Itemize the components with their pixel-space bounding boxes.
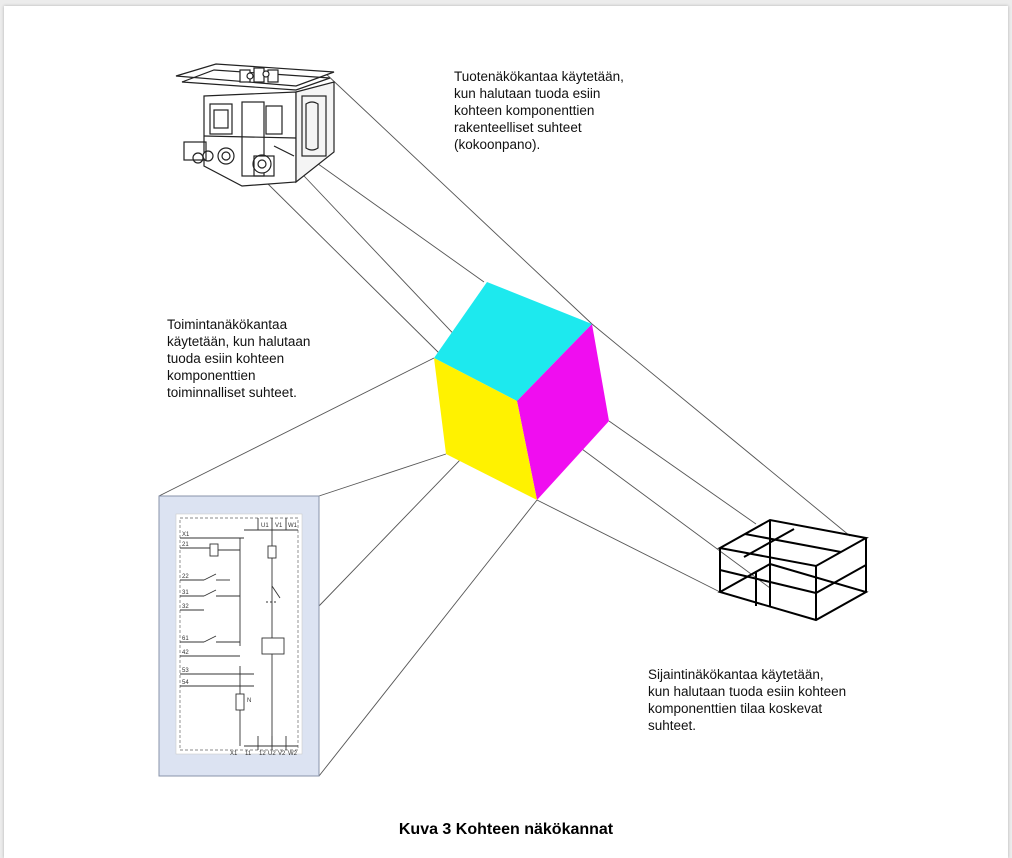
schematic-top-label: W1: [288, 523, 298, 529]
document-page: U1 V1 W1 X1 21 22 31 32 61 42 53 54 N X1…: [4, 6, 1008, 858]
figure-caption: Kuva 3 Kohteen näkökannat: [398, 821, 614, 838]
schematic-frame: [158, 495, 320, 777]
cube-right-face: [517, 324, 609, 500]
location-wireframe-box: [717, 518, 869, 622]
schematic-side-label: 31: [182, 590, 189, 596]
cube-top-face: [434, 282, 592, 401]
schematic-side-label: 22: [182, 574, 189, 580]
schematic-bottom-label: W2: [288, 751, 298, 757]
schematic-side-label: X1: [182, 532, 190, 538]
schematic-side-label: 42: [182, 650, 189, 656]
location-view-note: Sijaintinäkökantaa käytetään, kun haluta…: [648, 667, 847, 733]
schematic-bottom-label: 12: [259, 751, 266, 757]
schematic-bottom-label: X1: [230, 751, 238, 757]
schematic-labels: U1 V1 W1 X1 21 22 31 32 61 42 53 54 N X1…: [182, 523, 298, 757]
schematic-top-label: U1: [261, 523, 269, 529]
schematic-small-label: N: [247, 698, 251, 704]
aspects-diagram: U1 V1 W1 X1 21 22 31 32 61 42 53 54 N X1…: [158, 63, 869, 777]
schematic-side-label: 32: [182, 604, 189, 610]
function-view-note: Toimintanäkökantaa käytetään, kun haluta…: [167, 317, 311, 400]
circuit-schematic: [179, 517, 299, 751]
schematic-side-label: 53: [182, 668, 189, 674]
schematic-side-label: 21: [182, 542, 189, 548]
product-view-note: Tuotenäkökantaa käytetään, kun halutaan …: [454, 69, 624, 152]
color-cube: [434, 282, 609, 500]
schematic-side-label: 54: [182, 680, 189, 686]
schematic-bottom-label: U2: [268, 751, 276, 757]
schematic-bottom-label: 11: [245, 751, 252, 757]
cube-left-face: [434, 358, 537, 500]
projection-lines-location: [516, 323, 851, 593]
schematic-side-label: 61: [182, 636, 189, 642]
product-drawing: [175, 63, 335, 187]
schematic-bottom-label: V2: [278, 751, 286, 757]
schematic-top-label: V1: [275, 523, 283, 529]
